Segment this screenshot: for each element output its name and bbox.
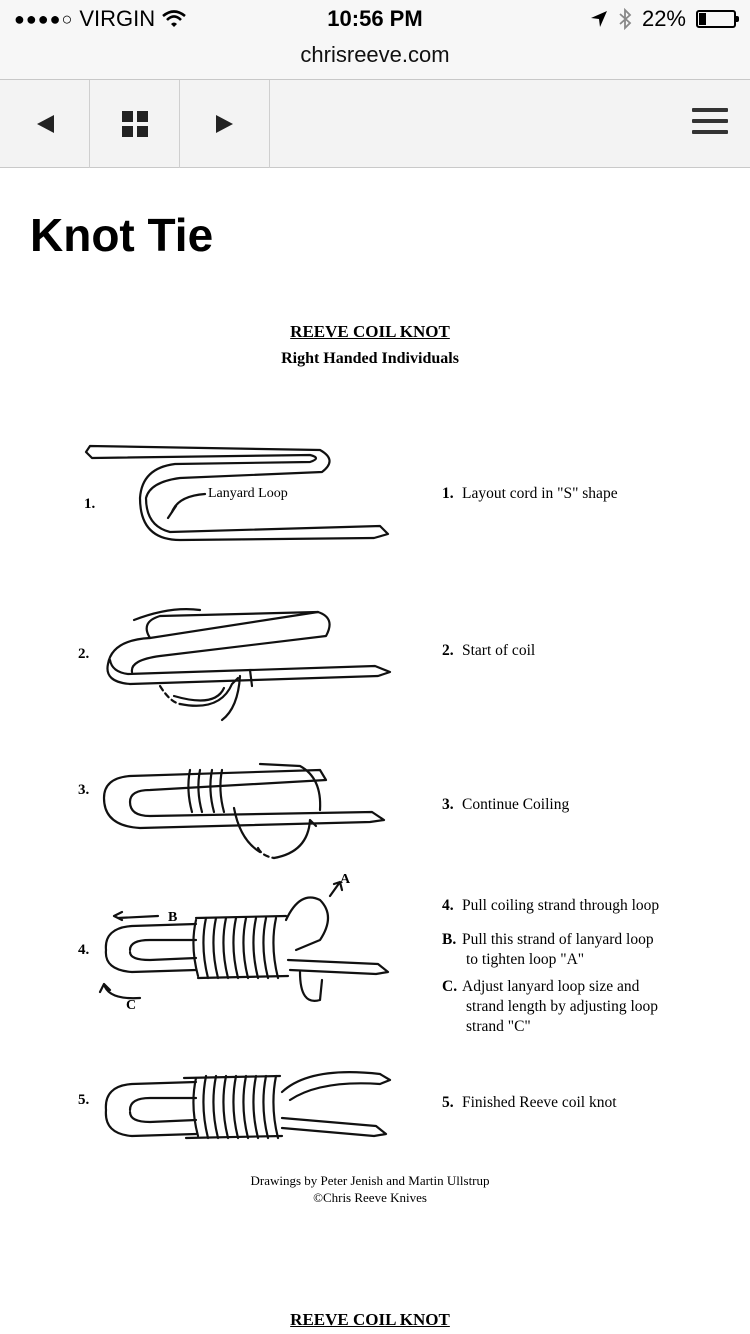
drawing-number-3: 3. bbox=[78, 782, 90, 798]
carrier-info: ●●●●○ VIRGIN bbox=[14, 6, 187, 32]
address-bar-url[interactable]: chrisreeve.com bbox=[300, 42, 450, 67]
forward-icon bbox=[215, 115, 233, 133]
drawing-number-1: 1. bbox=[84, 496, 96, 512]
drawing-step-3 bbox=[102, 762, 386, 860]
bluetooth-icon bbox=[619, 8, 632, 30]
battery-icon bbox=[696, 10, 739, 28]
wifi-icon bbox=[162, 10, 186, 27]
step-2-text: 2.Start of coil bbox=[442, 642, 536, 659]
forward-button[interactable] bbox=[180, 80, 270, 168]
step-4-text: 4.Pull coiling strand through loop bbox=[442, 897, 660, 914]
step-3-text: 3.Continue Coiling bbox=[442, 796, 570, 813]
location-arrow-icon bbox=[590, 11, 607, 27]
drawing-number-5: 5. bbox=[78, 1092, 90, 1108]
drawing-step-4 bbox=[98, 880, 390, 1002]
drawing-step-2 bbox=[106, 608, 392, 722]
figure-subtitle: Right Handed Individuals bbox=[281, 350, 459, 367]
carrier-name: VIRGIN bbox=[79, 6, 156, 31]
drawing-number-4: 4. bbox=[78, 942, 90, 958]
grid-button[interactable] bbox=[90, 80, 180, 168]
figure-title: REEVE COIL KNOT bbox=[290, 322, 450, 341]
step-c-text: C.Adjust lanyard loop size and strand le… bbox=[442, 978, 659, 1035]
label-b: B bbox=[168, 910, 178, 925]
step-b-text: B.Pull this strand of lanyard loop to ti… bbox=[442, 931, 654, 968]
label-c: C bbox=[126, 998, 137, 1013]
step-5-text: 5.Finished Reeve coil knot bbox=[442, 1094, 617, 1111]
label-a: A bbox=[340, 872, 351, 887]
drawing-step-1 bbox=[84, 444, 390, 542]
clock: 10:56 PM bbox=[327, 6, 423, 31]
hamburger-menu-icon[interactable] bbox=[692, 108, 728, 140]
status-bar: ●●●●○ VIRGIN 10:56 PM 22% chrisreeve.com bbox=[0, 0, 750, 80]
signal-strength-icon: ●●●●○ bbox=[14, 8, 74, 29]
drawing-number-2: 2. bbox=[78, 646, 90, 662]
page-title: Knot Tie bbox=[30, 209, 214, 261]
knot-drawings bbox=[84, 444, 392, 1140]
battery-percent: 22% bbox=[641, 6, 686, 31]
step-1-text: 1.Layout cord in "S" shape bbox=[442, 485, 618, 502]
grid-icon bbox=[121, 111, 148, 137]
back-icon bbox=[36, 115, 54, 133]
battery-level bbox=[699, 13, 706, 25]
browser-toolbar bbox=[0, 80, 750, 168]
back-button[interactable] bbox=[0, 80, 90, 168]
drawing-step-5 bbox=[104, 1071, 392, 1140]
drawing-credits: Drawings by Peter Jenish and Martin Ulls… bbox=[250, 1173, 490, 1205]
figure-title-repeat: REEVE COIL KNOT bbox=[290, 1310, 450, 1329]
knot-diagram: REEVE COIL KNOT Right Handed Individuals… bbox=[0, 300, 750, 1334]
lanyard-loop-label: Lanyard Loop bbox=[208, 486, 288, 501]
